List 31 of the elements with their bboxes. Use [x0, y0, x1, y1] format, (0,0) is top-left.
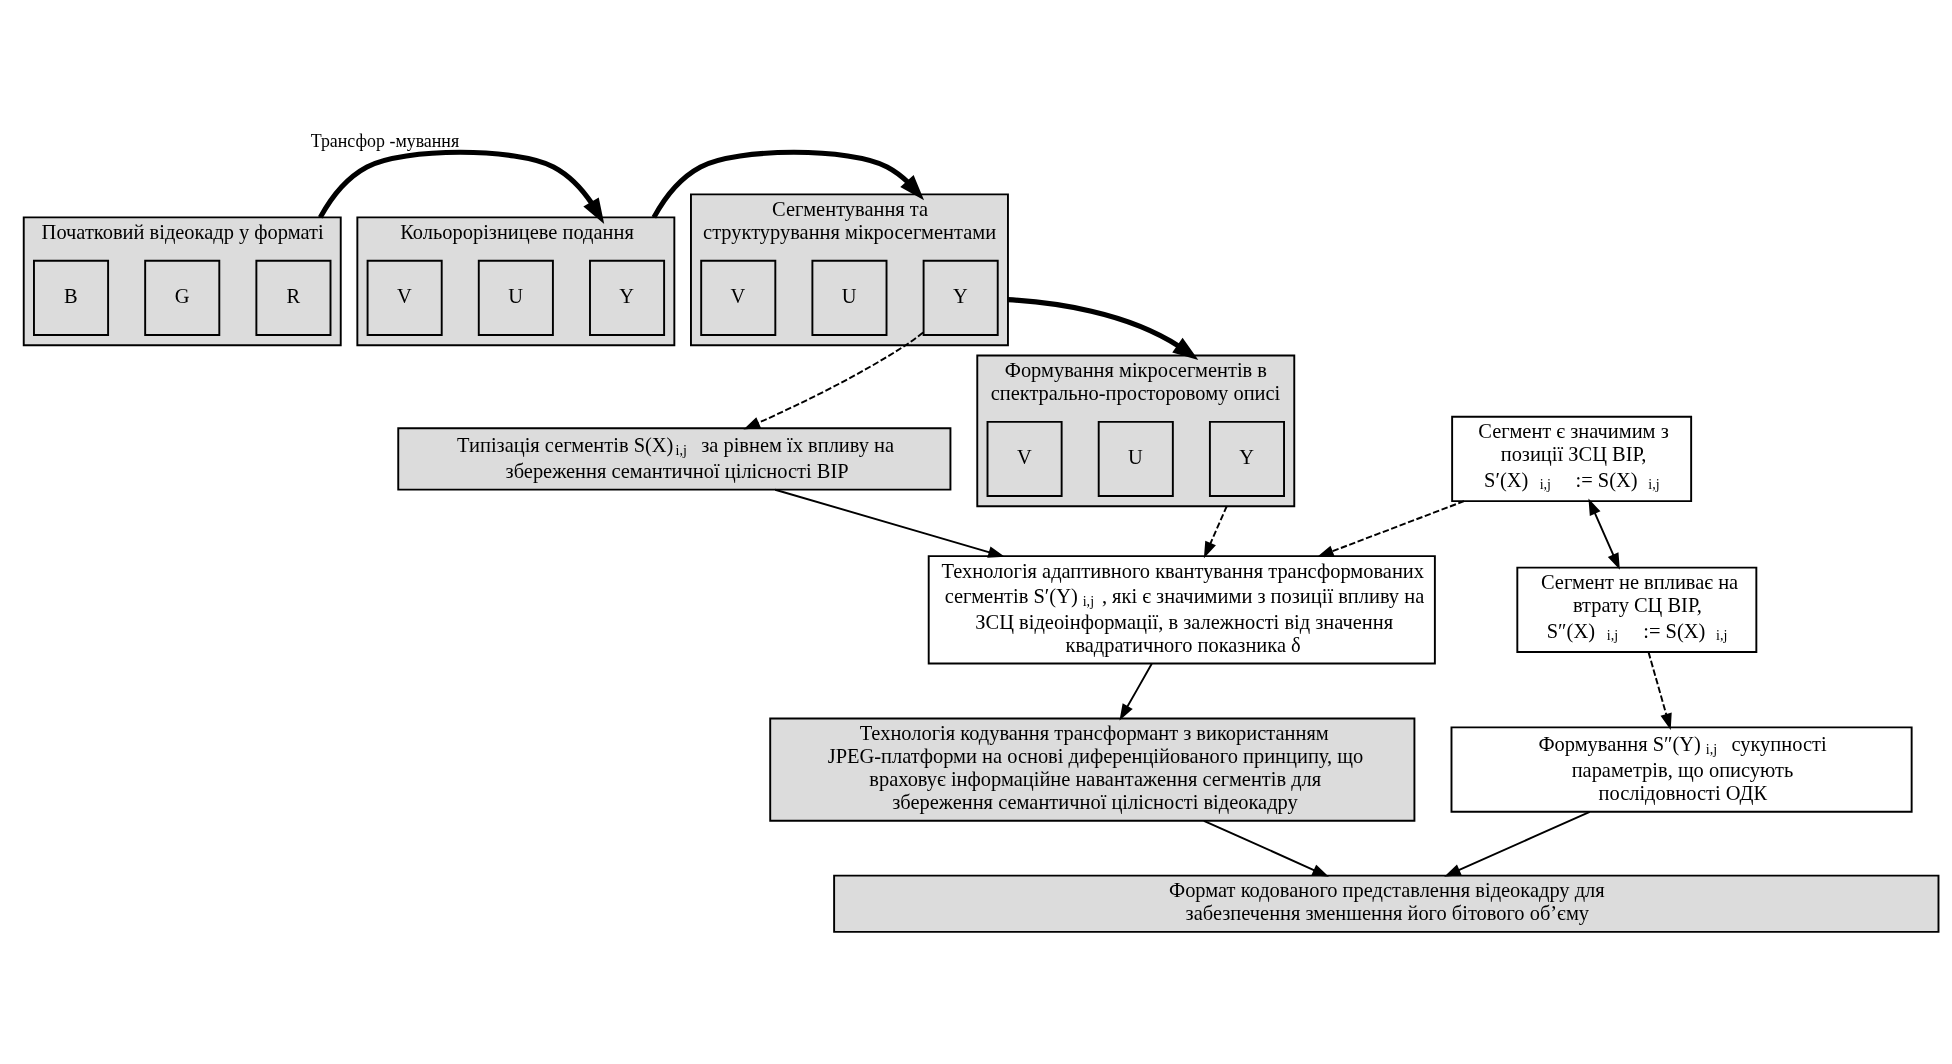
node-box: V: [986, 420, 1063, 497]
node-box: Y: [922, 259, 999, 336]
node-box: Формування S″(Y)i,j сукупності параметрів, що описують послідовності ОДК: [1450, 725, 1913, 813]
edge-label: Трансфор -мування: [310, 130, 460, 151]
arrow: [651, 149, 925, 219]
node-box: Технологія кодування трансформант з використанням JPEG-платформи на основі диференційованого принципу, що враховує інформаційне навантаження сегментів для збереження семантичної цілісності відеокадру: [769, 716, 1416, 822]
node-box: Y: [589, 259, 666, 336]
arrow: [1203, 504, 1228, 558]
arrow: [318, 149, 605, 224]
node-box: U: [477, 259, 554, 336]
node-box: B: [33, 259, 110, 336]
arrow: [1444, 810, 1591, 877]
arrow: [743, 331, 925, 429]
arrow: [1119, 662, 1153, 721]
node-box: R: [255, 259, 332, 336]
arrow: [1007, 296, 1199, 360]
arrow: [1588, 497, 1620, 570]
node-box: G: [144, 259, 221, 336]
node-box: Y: [1208, 420, 1285, 497]
arrow: [1647, 650, 1672, 730]
node-box: U: [811, 259, 888, 336]
node-box: Сегмент є значимим з позиції ЗСЦ ВІР, S′(X)i,j := S(X)i,j: [1451, 415, 1693, 502]
arrow: [1202, 819, 1329, 877]
node-box: V: [700, 259, 777, 336]
node-box: Технологія адаптивного квантування трансформованих сегментів S′(Y)i,j, які є значимими з позиції впливу на ЗСЦ відеоінформації, в залежності від значення квадратичного показника δ: [927, 554, 1436, 664]
node-box: V: [366, 259, 443, 336]
node-box: Сегмент не впливає на втрату СЦ ВІР, S″(X)i,j := S(X)i,j: [1516, 566, 1758, 653]
arrow: [774, 488, 1005, 558]
node-box: Формат кодованого представлення відеокадру для забезпечення зменшення його бітового об’єму: [833, 874, 1940, 933]
node-box: U: [1097, 420, 1174, 497]
arrow: [1317, 499, 1466, 557]
